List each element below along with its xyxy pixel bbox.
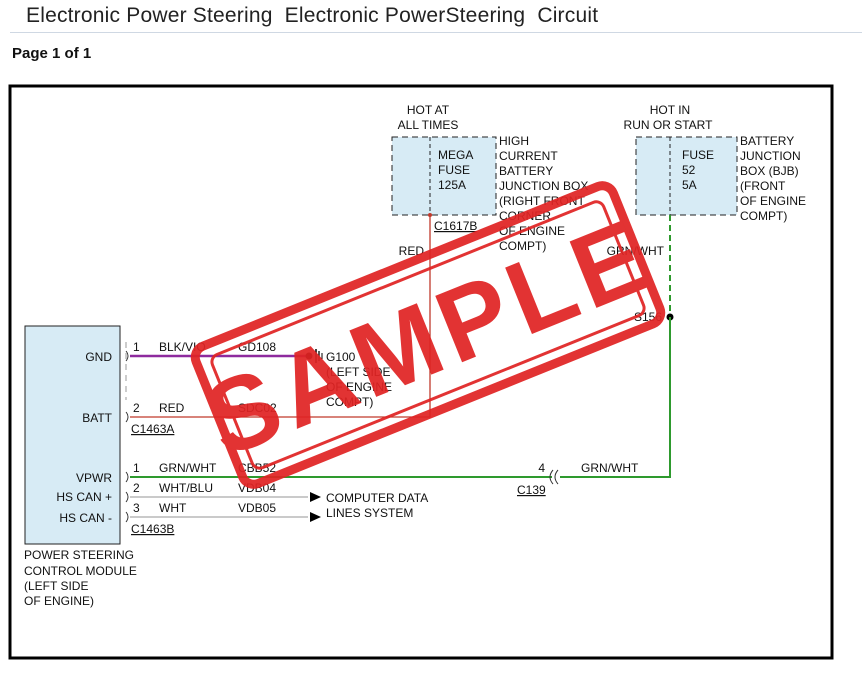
pin-hs-can-minus: HS CAN -	[59, 511, 112, 525]
c1463a-pin2-symbol	[125, 411, 129, 423]
bjb-hot-label-2: RUN OR START	[624, 118, 714, 132]
bjb-label-6: COMPT)	[740, 209, 787, 223]
hcbjb-label-3: BATTERY	[499, 164, 553, 178]
mega-fuse-label-3: 125A	[438, 178, 466, 192]
wire5-color: WHT	[159, 501, 187, 515]
wire2-pin: 2	[133, 401, 140, 415]
wire5-circuit: VDB05	[238, 501, 276, 515]
c1463a-pin1-symbol	[125, 350, 129, 362]
mega-fuse-label-2: FUSE	[438, 163, 470, 177]
c139-connector-a	[554, 469, 559, 485]
stamp-border	[190, 181, 666, 489]
page-title: Electronic Power Steering Electronic Pow…	[26, 4, 599, 27]
bjb-label-5: OF ENGINE	[740, 194, 806, 208]
bjb-hot-label-1: HOT IN	[650, 103, 690, 117]
sample-watermark: SAMPLE	[190, 181, 668, 489]
mega-hot-label-1: HOT AT	[407, 103, 450, 117]
c1463b-pin2-symbol	[125, 491, 129, 503]
data-arrow-1	[310, 492, 321, 502]
c1463a-label: C1463A	[131, 422, 174, 436]
hcbjb-label-2: CURRENT	[499, 149, 558, 163]
stamp-inner-border	[210, 200, 646, 470]
wire1-pin: 1	[133, 340, 140, 354]
bjb-fuse-label-3: 5A	[682, 178, 697, 192]
pin-vpwr: VPWR	[76, 471, 112, 485]
data-arrow-2	[310, 512, 321, 522]
data-lines-label-1: COMPUTER DATA	[326, 491, 428, 505]
data-lines-label-2: LINES SYSTEM	[326, 506, 413, 520]
mega-fuse-box	[391, 136, 497, 216]
g100-desc-1: (LEFT SIDE	[326, 365, 390, 379]
wire2-color: RED	[159, 401, 185, 415]
g100-desc-3: COMPT)	[326, 395, 373, 409]
pin-hs-can-plus: HS CAN +	[56, 490, 112, 504]
pin-gnd: GND	[85, 350, 112, 364]
vpwr-green-wire-right	[560, 317, 671, 478]
bjb-fuse-label-1: FUSE	[682, 148, 714, 162]
wire4-color: WHT/BLU	[159, 481, 213, 495]
g100-label: G100	[326, 350, 356, 364]
bjb-label-3: BOX (BJB)	[740, 164, 799, 178]
wire5-pin: 3	[133, 501, 140, 515]
c1463b-label: C1463B	[131, 522, 174, 536]
g100-junction	[305, 352, 313, 360]
pscm-module-box	[24, 325, 121, 545]
g100-desc-2: OF ENGINE	[326, 380, 392, 394]
c1463b-pin1-symbol	[125, 471, 129, 483]
c139-label: C139	[517, 483, 546, 497]
c139-pin: 4	[538, 461, 545, 475]
bjb-label-4: (FRONT	[740, 179, 786, 193]
hcbjb-label-1: HIGH	[499, 134, 529, 148]
pin-batt: BATT	[82, 411, 112, 425]
c139-wire-color: GRN/WHT	[581, 461, 639, 475]
title-divider	[10, 32, 862, 33]
module-name-2: CONTROL MODULE	[24, 564, 137, 578]
wire3-color: GRN/WHT	[159, 461, 217, 475]
wire3-pin: 1	[133, 461, 140, 475]
wire4-pin: 2	[133, 481, 140, 495]
module-name-1: POWER STEERING	[24, 548, 134, 562]
diagram-frame	[8, 84, 834, 660]
bjb-fuse-label-2: 52	[682, 163, 696, 177]
page-number: Page 1 of 1	[12, 45, 92, 62]
mega-fuse-label-1: MEGA	[438, 148, 473, 162]
bjb-box	[635, 136, 738, 216]
c139-connector-b	[549, 469, 554, 485]
module-name-3: (LEFT SIDE	[24, 579, 88, 593]
hcbjb-label-4: JUNCTION BOX	[499, 179, 588, 193]
bjb-label-1: BATTERY	[740, 134, 794, 148]
mega-hot-label-2: ALL TIMES	[398, 118, 459, 132]
hcbjb-label-8: COMPT)	[499, 239, 546, 253]
c1617b-label: C1617B	[434, 219, 477, 233]
wire2-circuit: SDC02	[238, 401, 277, 415]
c1463b-pin3-symbol	[125, 511, 129, 523]
module-name-4: OF ENGINE)	[24, 594, 94, 608]
bjb-label-2: JUNCTION	[740, 149, 801, 163]
